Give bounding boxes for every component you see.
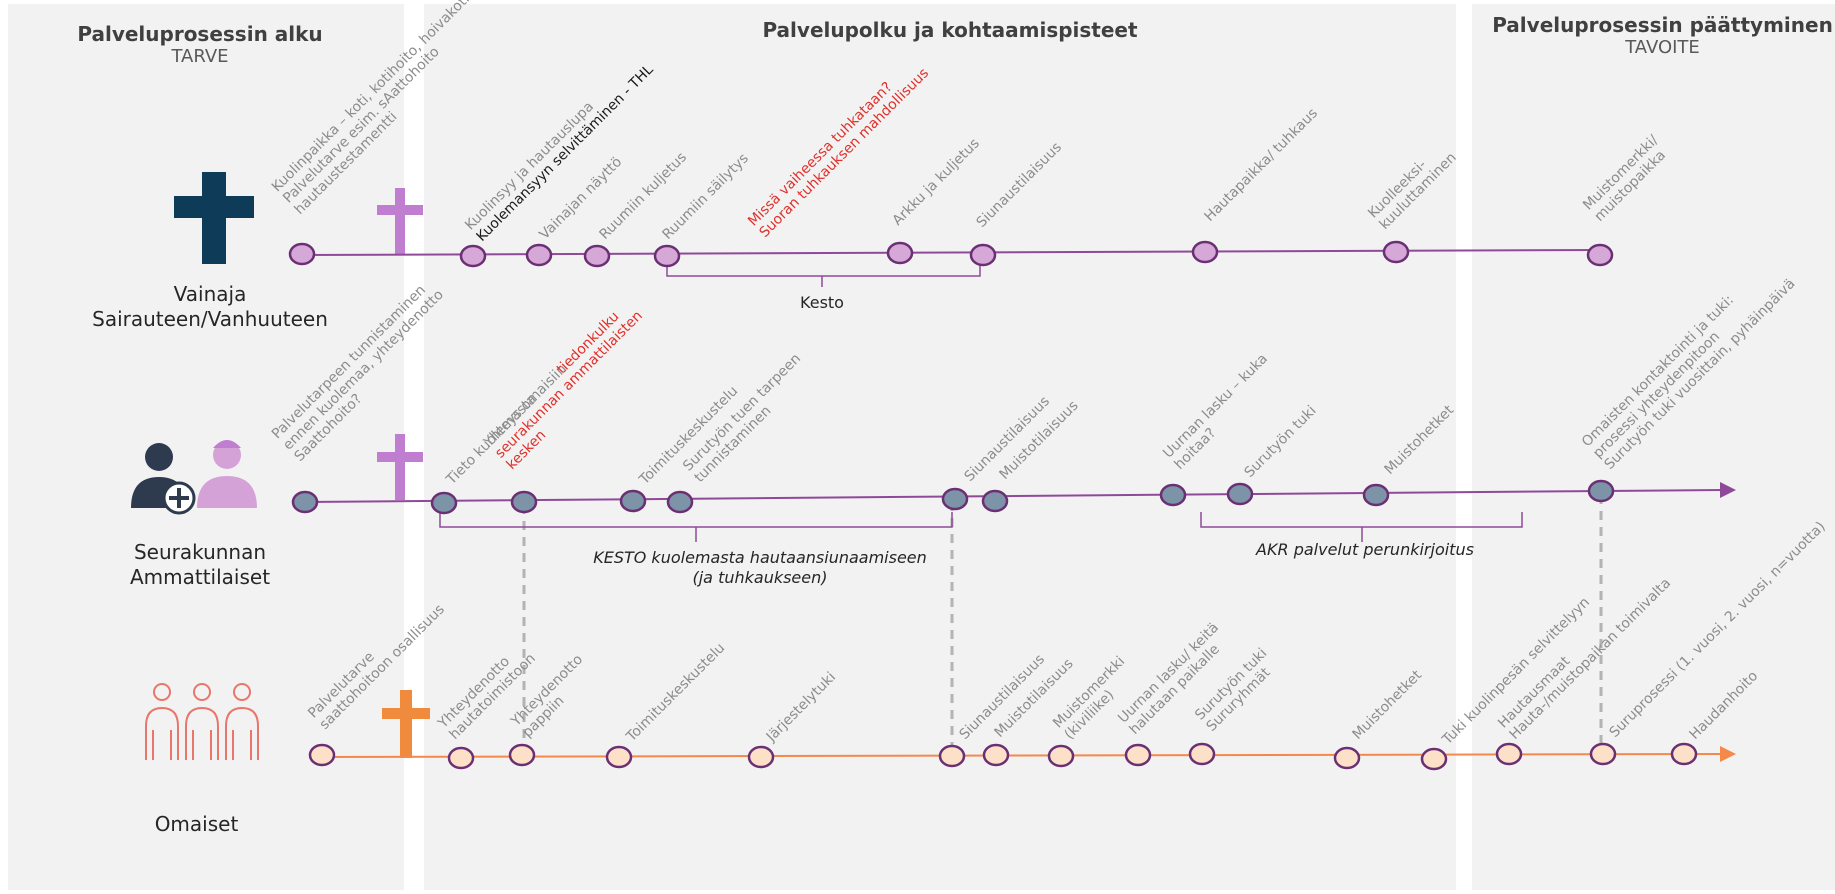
- touchpoint-marker[interactable]: [1333, 746, 1361, 770]
- header-start: Palveluprosessin alku TARVE: [60, 22, 340, 67]
- touchpoint-marker[interactable]: [1362, 483, 1390, 507]
- touchpoint-marker[interactable]: [459, 244, 487, 268]
- step-label: Muistohetket: [1350, 667, 1426, 743]
- arrowhead-relatives: [1720, 746, 1736, 762]
- panel-start: [8, 4, 404, 890]
- panel-end: [1472, 4, 1835, 890]
- step-label: Haudanhoito: [1687, 668, 1762, 743]
- touchpoint-marker[interactable]: [969, 243, 997, 267]
- actor-relatives: Omaiset: [100, 812, 293, 837]
- step-label: Arkku ja kuljetus: [890, 136, 983, 229]
- touchpoints-deceased: [288, 240, 1614, 268]
- touchpoint-marker[interactable]: [982, 743, 1010, 767]
- touchpoint-marker[interactable]: [886, 241, 914, 265]
- touchpoint-marker[interactable]: [525, 243, 553, 267]
- step-label: Muistohetket: [1382, 402, 1458, 478]
- header-end-subtitle: TAVOITE: [1625, 37, 1700, 58]
- touchpoint-marker[interactable]: [1382, 240, 1410, 264]
- touchpoint-marker[interactable]: [510, 490, 538, 514]
- large-cross-icon: [174, 172, 254, 264]
- header-middle-title: Palvelupolku ja kohtaamispisteet: [762, 18, 1138, 42]
- touchpoint-marker[interactable]: [605, 745, 633, 769]
- actor-deceased: Vainaja Sairauteen/Vanhuuteen: [80, 282, 340, 332]
- kesto-staff-label-1: KESTO kuolemasta hautaansiunaamiseen: [593, 548, 927, 567]
- staff-people-icon: [131, 440, 257, 515]
- header-start-title: Palveluprosessin alku: [77, 22, 323, 46]
- arrowhead-staff: [1720, 482, 1736, 498]
- small-cross-icon: [382, 690, 430, 758]
- small-cross-icon: [377, 434, 423, 500]
- actor-staff-line2: Ammattilaiset: [129, 565, 271, 589]
- touchpoint-marker[interactable]: [1420, 747, 1448, 771]
- touchpoint-marker[interactable]: [447, 746, 475, 770]
- touchpoint-marker[interactable]: [981, 489, 1009, 513]
- touchpoint-marker[interactable]: [941, 487, 969, 511]
- touchpoint-marker[interactable]: [583, 244, 611, 268]
- actor-relatives-line1: Omaiset: [154, 812, 239, 836]
- actor-staff-line1: Seurakunnan: [133, 540, 267, 564]
- touchpoint-marker[interactable]: [1670, 742, 1698, 766]
- touchpoint-marker[interactable]: [1586, 243, 1614, 267]
- touchpoint-marker[interactable]: [666, 490, 694, 514]
- relatives-people-icon: [145, 683, 259, 760]
- small-cross-icon: [377, 188, 423, 254]
- touchpoint-marker[interactable]: [747, 745, 775, 769]
- header-middle: Palvelupolku ja kohtaamispisteet: [700, 18, 1200, 42]
- step-label: ennen kuolemaa, yhteydenotto: [280, 287, 447, 454]
- touchpoint-marker[interactable]: [1587, 479, 1615, 503]
- step-label-highlight: seurakunnan ammattilaisten: [492, 308, 646, 462]
- step-label: Toimituskeskustelu: [623, 640, 728, 745]
- timeline-staff: [304, 489, 1723, 503]
- step-label: Siunaustilaisuus: [974, 139, 1065, 230]
- touchpoint-marker[interactable]: [653, 244, 681, 268]
- touchpoint-marker[interactable]: [291, 490, 319, 514]
- step-label: Uurnan lasku – kuka: [1160, 351, 1271, 462]
- kesto-label: Kesto: [800, 293, 844, 312]
- timeline-relatives: [321, 753, 1723, 758]
- touchpoint-marker[interactable]: [1124, 743, 1152, 767]
- touchpoint-marker[interactable]: [1495, 742, 1523, 766]
- touchpoint-marker[interactable]: [508, 743, 536, 767]
- touchpoint-marker[interactable]: [1159, 483, 1187, 507]
- touchpoint-marker[interactable]: [1047, 744, 1075, 768]
- brace-akr: [1200, 512, 1523, 542]
- touchpoint-marker[interactable]: [288, 242, 316, 266]
- header-start-subtitle: TARVE: [171, 46, 229, 67]
- touchpoint-marker[interactable]: [1226, 482, 1254, 506]
- touchpoint-marker[interactable]: [1191, 240, 1219, 264]
- touchpoint-marker[interactable]: [430, 491, 458, 515]
- touchpoint-marker[interactable]: [938, 744, 966, 768]
- step-label: Järjestelytuki: [763, 669, 839, 745]
- actor-deceased-line1: Vainaja: [173, 282, 247, 306]
- step-label: Surutyön tuki vuosittain, pyhäinpäivä: [1602, 276, 1799, 473]
- header-end-title: Palveluprosessin päättyminen: [1492, 13, 1833, 37]
- touchpoint-marker[interactable]: [1188, 742, 1216, 766]
- step-label: Surutyön tuen tarpeen: [680, 351, 804, 475]
- akr-label: AKR palvelut perunkirjoitus: [1255, 540, 1474, 559]
- header-end: Palveluprosessin päättyminen TAVOITE: [1490, 13, 1835, 58]
- step-label: prosessi yhteydenpitoon: [1590, 329, 1723, 462]
- touchpoints-staff: [291, 479, 1615, 515]
- touchpoint-marker[interactable]: [619, 489, 647, 513]
- panel-middle: [424, 4, 1456, 890]
- brace-kesto-staff: [439, 512, 953, 542]
- touchpoints-relatives: [308, 742, 1698, 771]
- step-label: Palvelutarve esim. sAattohoito: [280, 44, 443, 207]
- kesto-staff-label-2: (ja tuhkaukseen): [692, 568, 827, 587]
- step-label: Kuolinpaikka – koti, kotihoito, hoivakot…: [269, 0, 473, 195]
- dashed-connectors: [522, 495, 1603, 752]
- touchpoint-marker[interactable]: [1589, 742, 1617, 766]
- step-label: Hautapaikka/ tuhkaus: [1202, 105, 1321, 224]
- actor-staff: Seurakunnan Ammattilaiset: [80, 540, 320, 590]
- step-label: Surutyön tuki: [1242, 403, 1320, 481]
- actor-deceased-line2: Sairauteen/Vanhuuteen: [92, 307, 328, 331]
- brace-kesto: [666, 262, 981, 287]
- step-label-question: Missä vaiheessa tuhkataan?: [745, 79, 895, 229]
- touchpoint-marker[interactable]: [308, 743, 336, 767]
